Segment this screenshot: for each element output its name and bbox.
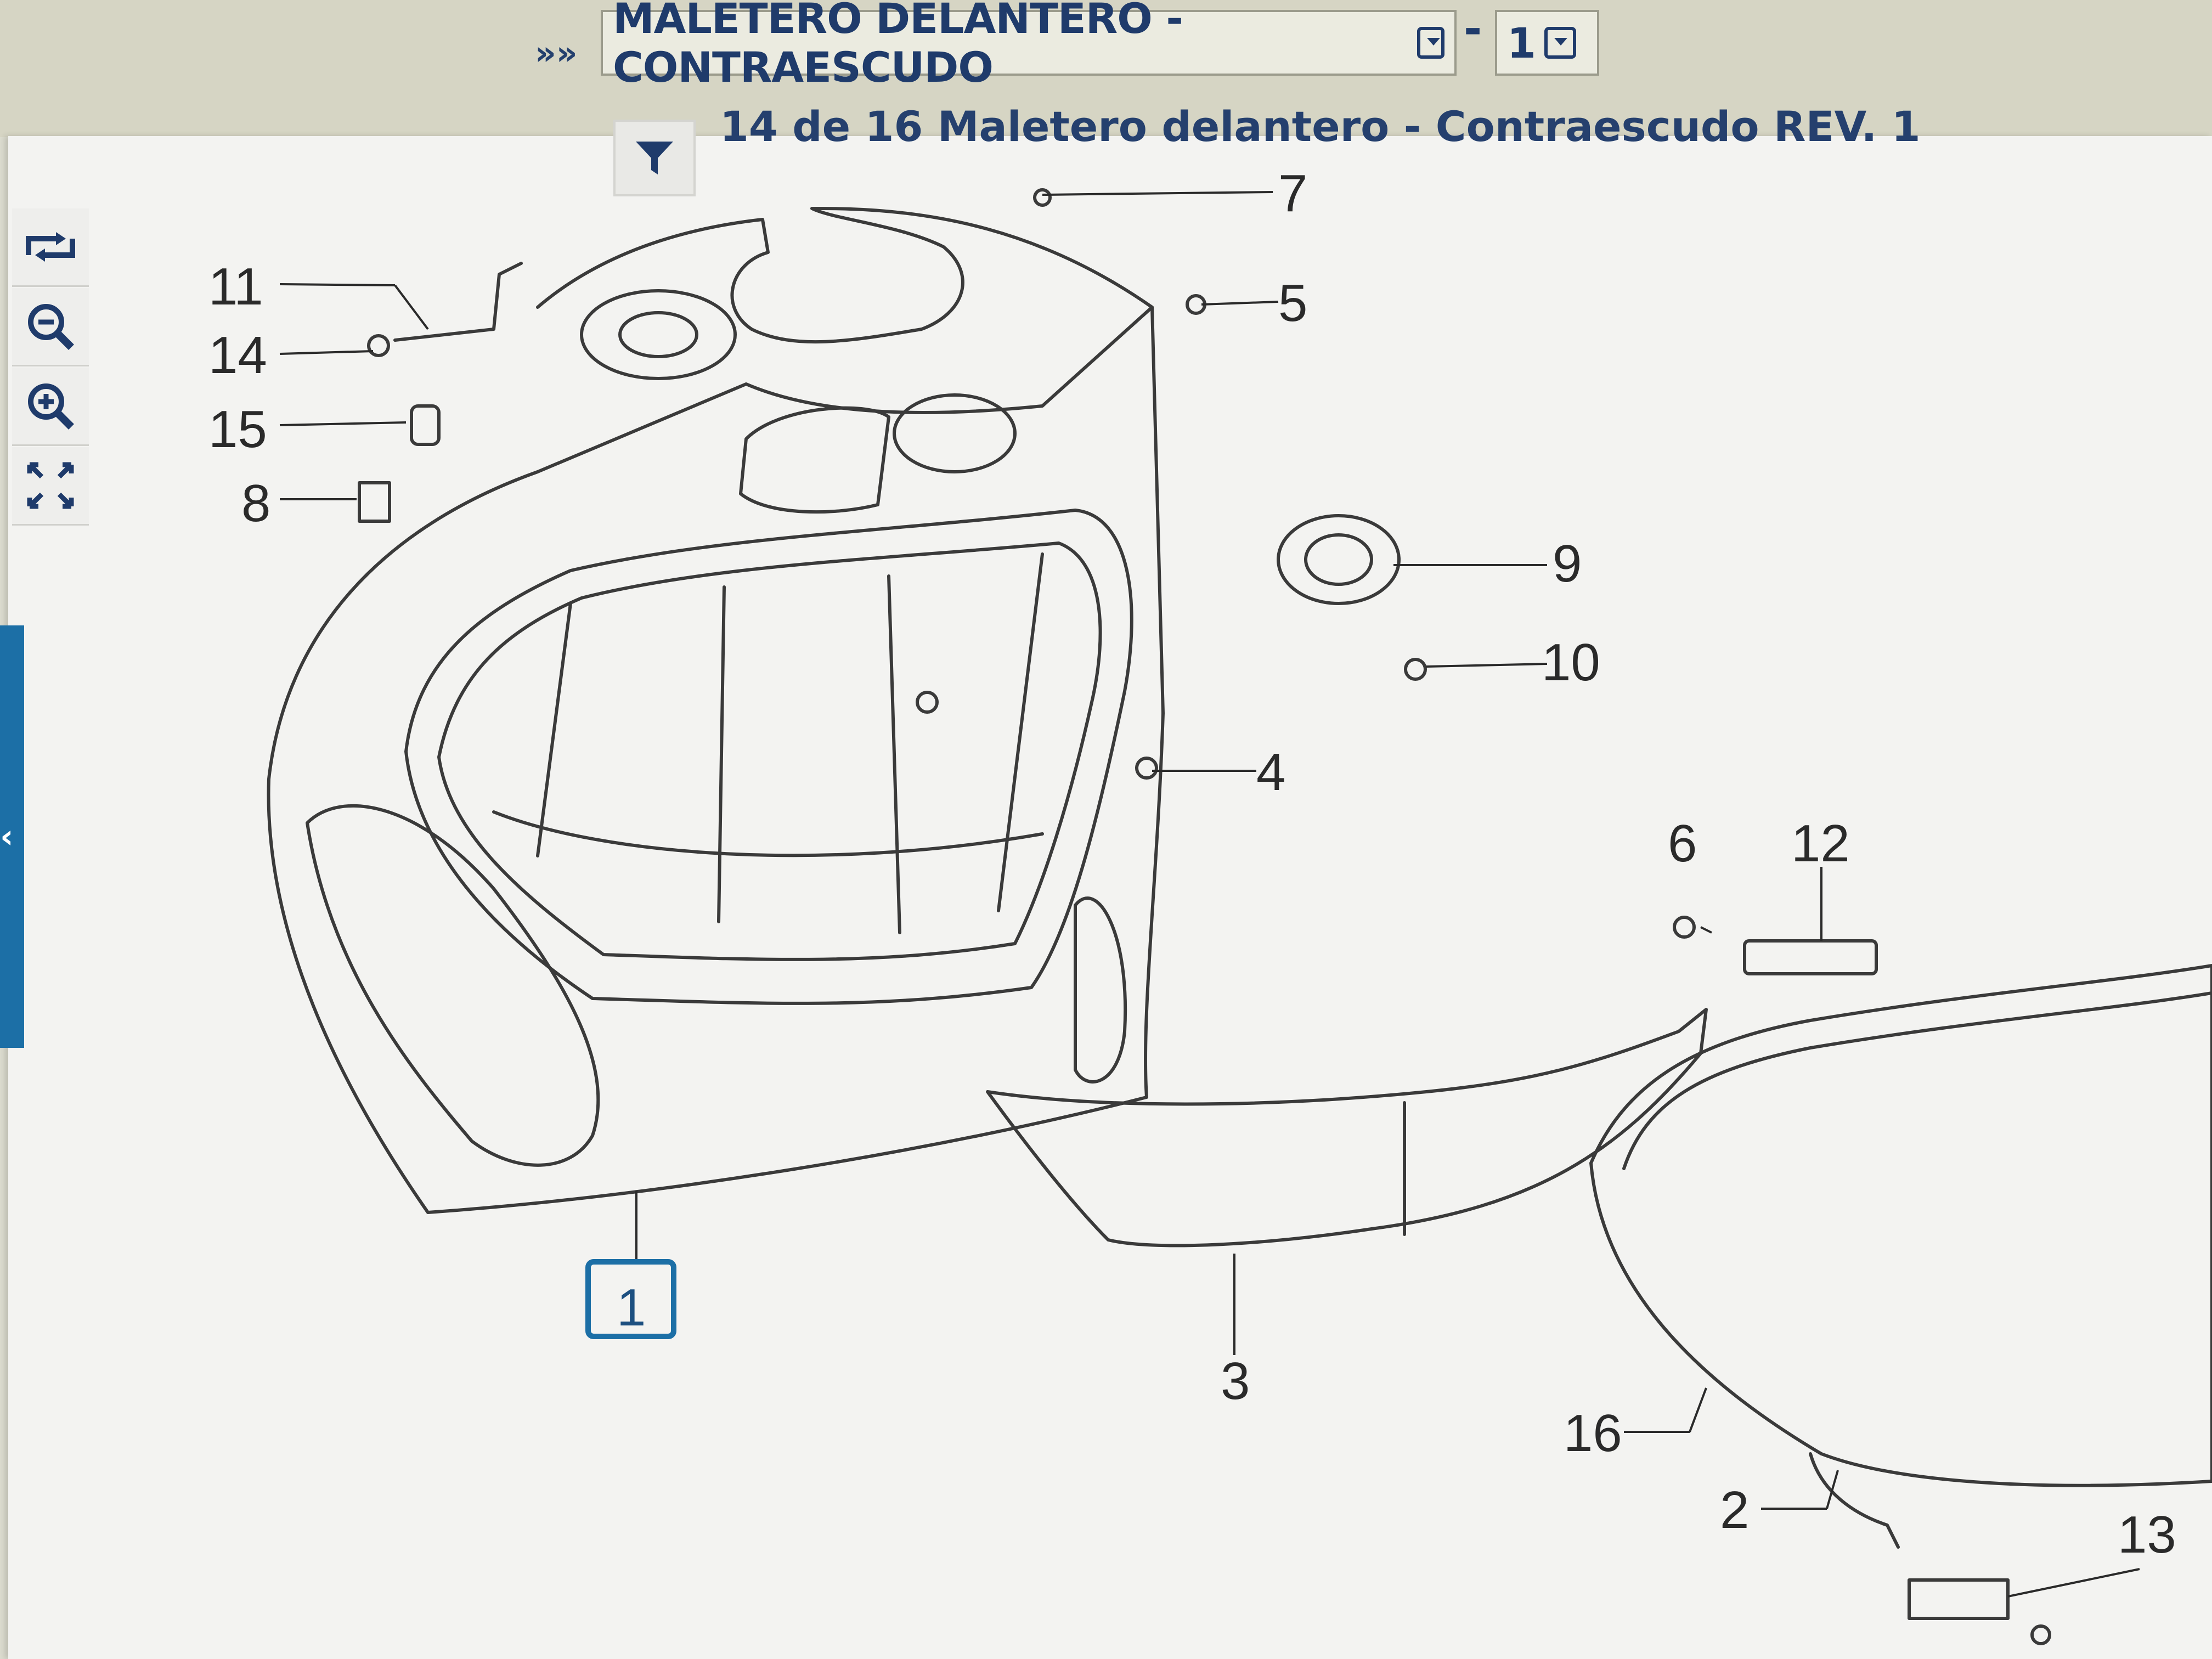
- filter-icon: [636, 142, 673, 174]
- callout-14: 14: [208, 326, 267, 385]
- callout-5: 5: [1278, 274, 1307, 332]
- rotate-button[interactable]: [12, 208, 89, 287]
- clip-part-14: [367, 334, 390, 357]
- diagram-viewer: [8, 136, 2212, 1659]
- leader-lines: [279, 191, 2140, 1598]
- bracket-part-11: [393, 262, 523, 342]
- callout-labels: 11 14 15 8 7 5 9 10 4 6 12 1 3 16 2 13: [208, 164, 2176, 1564]
- zoom-out-button[interactable]: [12, 288, 89, 366]
- floor-panel-part: [1589, 964, 2212, 1487]
- chevron-left-icon: ‹: [0, 817, 14, 856]
- callout-11: 11: [208, 257, 263, 316]
- lower-trim-part: [986, 1008, 1708, 1248]
- callout-8: 8: [241, 474, 270, 533]
- collapse-panel-tab[interactable]: ‹: [0, 625, 24, 1048]
- clip-part-15: [410, 404, 441, 446]
- callout-15: 15: [208, 400, 267, 459]
- screw-part-6: [1673, 916, 1696, 939]
- dropdown-icon[interactable]: [1544, 27, 1576, 59]
- breadcrumb-arrows[interactable]: »»: [535, 34, 578, 72]
- callout-6: 6: [1668, 814, 1697, 873]
- nut-part-8: [358, 481, 391, 523]
- screw-part-7: [1033, 188, 1052, 207]
- fit-screen-icon: [27, 462, 74, 509]
- speaker-part: [580, 289, 737, 380]
- section-select[interactable]: MALETERO DELANTERO - CONTRAESCUDO: [601, 0, 1457, 92]
- callout-1: 1: [617, 1278, 646, 1337]
- page-select[interactable]: 1: [1495, 10, 1599, 76]
- callout-10: 10: [1542, 633, 1600, 692]
- zoom-out-icon: [28, 304, 74, 350]
- rotate-icon: [26, 232, 75, 262]
- screw-part-4a: [916, 691, 939, 714]
- diagram-title: 14 de 16 Maletero delantero - Contraescu…: [720, 102, 1921, 151]
- selector-separator: -: [1464, 3, 1482, 54]
- cap-part-9: [1277, 514, 1401, 605]
- counter-shield-part: [267, 306, 1165, 1214]
- callout-4: 4: [1256, 743, 1285, 802]
- filter-button[interactable]: [613, 120, 696, 196]
- zoom-in-icon: [28, 383, 74, 430]
- screw-part-4b: [1135, 757, 1158, 780]
- zoom-in-button[interactable]: [12, 368, 89, 446]
- page-select-value: 1: [1507, 18, 1536, 67]
- callout-12: 12: [1791, 814, 1850, 873]
- callout-7: 7: [1278, 164, 1307, 223]
- callout-2: 2: [1720, 1481, 1749, 1539]
- callout-3: 3: [1221, 1352, 1250, 1410]
- callout-16: 16: [1564, 1404, 1622, 1463]
- callout-9: 9: [1553, 534, 1582, 593]
- callout-13: 13: [2118, 1505, 2176, 1564]
- glovebox-part: [404, 509, 1133, 1005]
- bracket-part-13: [1908, 1578, 2010, 1620]
- fit-screen-button[interactable]: [12, 447, 89, 526]
- screw-part-10: [1404, 658, 1427, 681]
- bracket-part-12: [1743, 939, 1878, 975]
- selected-callout-box[interactable]: [585, 1259, 676, 1339]
- dropdown-icon[interactable]: [1417, 27, 1444, 59]
- section-select-value: MALETERO DELANTERO - CONTRAESCUDO: [613, 0, 1183, 92]
